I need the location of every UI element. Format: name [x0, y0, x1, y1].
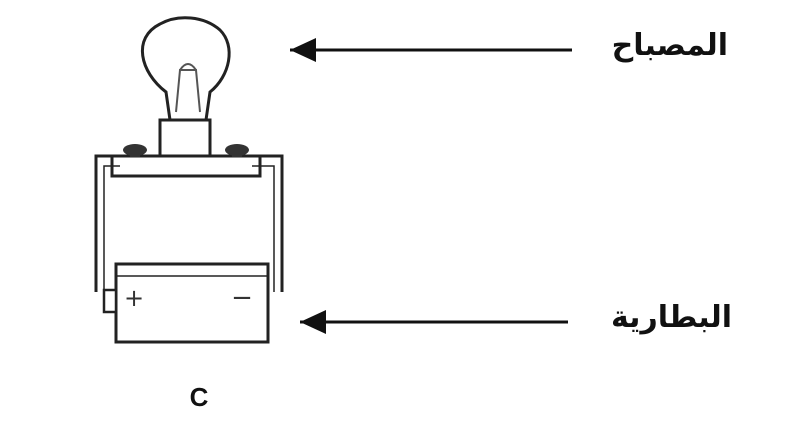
wire-inner — [103, 165, 275, 292]
arrow-battery — [300, 310, 568, 334]
wire-loop — [94, 154, 284, 292]
screw-left — [123, 144, 147, 157]
battery-positive-nub — [102, 288, 118, 314]
bulb-glass — [141, 16, 231, 122]
lamp-label: المصباح — [611, 28, 728, 63]
bulb-filament — [175, 63, 201, 113]
battery-label: البطارية — [610, 300, 732, 335]
arrow-lamp — [290, 38, 572, 62]
bulb-holder — [110, 154, 262, 178]
screw-right — [225, 144, 249, 157]
battery-positive-sign: + — [124, 284, 144, 312]
battery-negative-sign: − — [231, 283, 253, 313]
bulb-base — [158, 118, 212, 160]
battery-body — [114, 262, 270, 344]
figure-caption: C — [189, 382, 209, 412]
